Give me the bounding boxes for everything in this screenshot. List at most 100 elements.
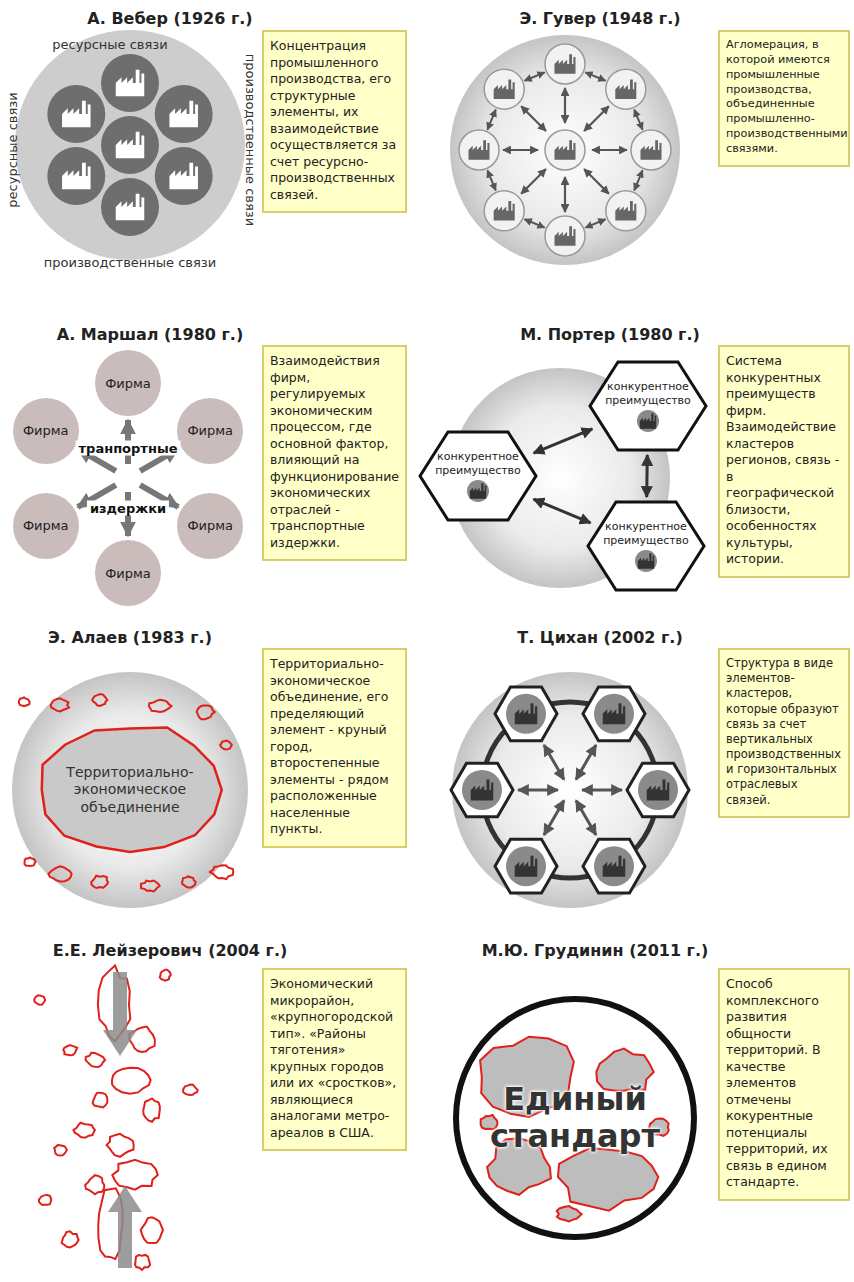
figure-label: издержки	[87, 501, 169, 516]
factory-icon	[470, 483, 487, 498]
settlement-outline	[48, 866, 71, 881]
city-outline	[54, 1145, 67, 1155]
city-outline	[141, 1217, 163, 1243]
figure-label: производственные связи	[243, 54, 258, 226]
enterprise-circle	[484, 69, 524, 109]
description-box: Взаимодействия фирм, регулируемых эконом…	[262, 345, 407, 561]
cluster-hexagon	[451, 763, 513, 817]
factory-icon	[515, 856, 538, 877]
cluster-hexagon	[583, 687, 645, 741]
city-outline	[86, 1053, 105, 1067]
settlement-outline	[91, 876, 108, 888]
factory-icon	[603, 856, 626, 877]
arrow	[564, 88, 566, 123]
arrow	[576, 800, 596, 835]
settlement-outline	[220, 741, 232, 750]
description-box: Экономический микрорайон, «крупногородск…	[262, 968, 407, 1151]
arrow	[544, 800, 564, 835]
factory-icon	[62, 163, 91, 190]
node-text: Концентрация промышленного производства,…	[270, 38, 399, 203]
panel-title: А. Вебер (1926 г.)	[87, 9, 252, 28]
enterprise-circle	[462, 770, 502, 810]
territory-node: Территориально-экономическое объединение	[28, 718, 232, 862]
node-text: Территориально-экономическое объединение	[50, 764, 210, 817]
factory-icon	[555, 54, 576, 74]
factory-icon	[494, 79, 515, 99]
city-outline	[85, 1175, 104, 1194]
figure-label: ресурсные связи	[5, 92, 20, 207]
node-text: Фирма	[23, 518, 69, 533]
hoover-figure	[450, 35, 680, 265]
agglomeration-circle	[450, 35, 680, 265]
node-text: Фирма	[187, 423, 233, 438]
panel-title: А. Маршал (1980 г.)	[57, 325, 243, 344]
firm-circle: Фирма	[95, 540, 161, 606]
city-outline	[183, 1084, 198, 1095]
connector	[533, 499, 590, 523]
enterprise-circle	[155, 147, 213, 205]
enterprise-circle	[638, 770, 678, 810]
factory-icon	[638, 553, 655, 568]
arrow	[582, 789, 622, 792]
arrow	[564, 177, 566, 212]
advantage-hexagon: конкурентное преимущество	[588, 360, 708, 452]
tsikhan-figure	[451, 672, 689, 908]
city-outline	[143, 1098, 159, 1121]
factory-icon	[515, 703, 538, 724]
node-text: Территориально-экономическое объединение…	[270, 656, 399, 838]
enterprise-circle	[459, 130, 499, 170]
arrow	[521, 106, 546, 131]
arrow	[585, 219, 605, 227]
territory-outline	[42, 727, 222, 852]
settlement-outline	[197, 705, 215, 719]
factory-icon	[471, 780, 494, 801]
panel-title: М.Ю. Грудинин (2011 г.)	[482, 941, 709, 960]
settlement-outline	[19, 697, 30, 706]
description-box: Система конкурентных преимуществ фирм. В…	[718, 345, 850, 578]
enterprise-circle	[47, 147, 105, 205]
city-outline	[62, 1231, 79, 1247]
standard-circle: Единый стандарт	[453, 996, 697, 1240]
panel-title: Э. Гувер (1948 г.)	[519, 9, 680, 28]
arrow	[584, 169, 609, 194]
arrow	[634, 110, 642, 130]
connector	[534, 429, 593, 453]
gravity-arrow	[108, 1186, 142, 1268]
alaev-figure	[12, 672, 248, 908]
node-text: конкурентное преимущество	[588, 380, 708, 406]
firm-circle: Фирма	[95, 350, 161, 416]
advantage-hexagon: конкурентное преимущество	[418, 430, 538, 522]
territory-outline	[557, 1206, 582, 1221]
enterprise-circle	[545, 44, 585, 84]
enterprise-circle	[606, 69, 646, 109]
enterprise-icon	[465, 480, 491, 502]
figure-label: транпортные	[76, 441, 181, 456]
node-text: Структура в виде элементов-кластеров, ко…	[726, 656, 842, 808]
cluster-hexagon	[495, 839, 557, 893]
factory-icon	[647, 780, 670, 801]
enterprise-circle	[101, 178, 159, 236]
region-circle	[12, 672, 248, 908]
city-outline	[112, 1068, 151, 1094]
enterprise-circle	[506, 846, 546, 886]
settlement-outline	[51, 698, 69, 711]
description-box: Структура в виде элементов-кластеров, ко…	[718, 648, 850, 818]
arrow	[521, 169, 546, 194]
settlement-outline	[182, 876, 196, 887]
factory-icon	[555, 226, 576, 246]
enterprise-circle	[101, 116, 159, 174]
factory-icon	[169, 163, 198, 190]
settlement-outline	[92, 694, 107, 706]
node-text: Способ комплексного развития общности те…	[726, 976, 842, 1191]
territory-outline	[558, 1148, 658, 1211]
arrow	[576, 745, 596, 780]
node-text: конкурентное преимущество	[418, 450, 538, 476]
node-text: Фирма	[23, 423, 69, 438]
leizerovich-figure	[34, 965, 197, 1270]
enterprise-circle	[594, 846, 634, 886]
arrow	[634, 170, 642, 190]
figure-label: ресурсные связи	[52, 37, 167, 52]
cluster-circle	[15, 30, 245, 260]
